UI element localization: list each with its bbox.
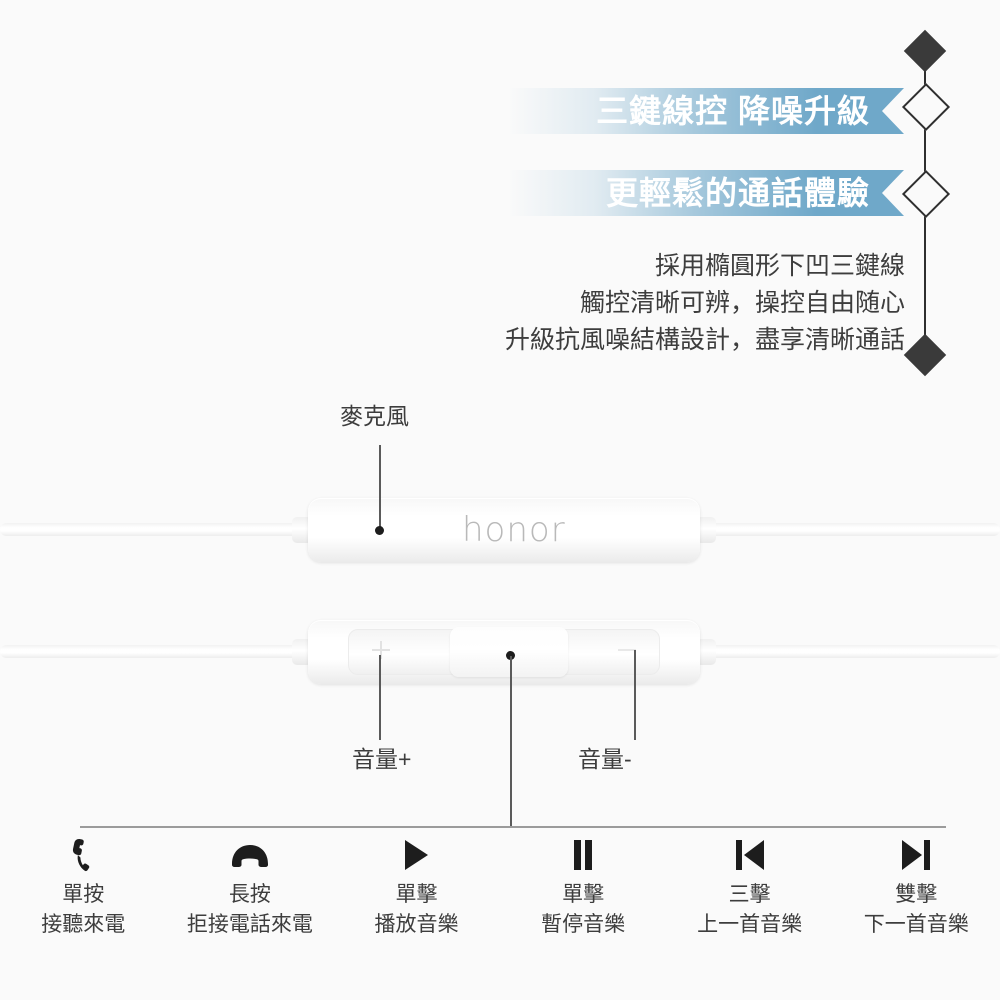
gesture-action: 上一首音樂 [697,913,803,936]
gesture-item-answer-call: 單按 接聽來電 [0,834,167,935]
cable-collar-right-lower [696,639,716,665]
gesture-item-previous-track: 三擊 上一首音樂 [666,834,833,935]
headline-banner-primary: 三鍵線控 降噪升級 [508,88,904,134]
rail-diamond-filled-top [903,29,947,73]
honor-brand-logo: honor [462,510,566,550]
callout-label-microphone: 麥克風 [340,403,409,429]
gesture-name: 三擊 [728,883,771,906]
volume-down-key-marking [618,649,636,651]
cable-collar-left-lower [292,639,312,665]
rail-diamond-hollow-second [901,169,951,219]
gesture-name: 雙擊 [895,883,938,906]
earphone-cable-left-upper [0,523,300,536]
callout-point-microphone [375,526,384,535]
body-copy-line-2: 觸控清晰可辨，操控自由随心 [579,289,905,317]
headline-banner-secondary-text: 更輕鬆的通話體驗 [605,175,870,211]
callout-leader-microphone [379,445,381,530]
control-module-upper [308,498,700,562]
callout-point-center-button [506,651,515,660]
gesture-action: 接聽來電 [41,913,126,936]
previous-track-icon [720,834,780,876]
callout-leader-volume-down [634,650,636,740]
phone-hangup-icon [220,834,280,876]
callout-leader-volume-up [379,655,381,740]
rail-diamond-hollow-first [901,82,951,132]
gesture-item-next-track: 雙擊 下一首音樂 [833,834,1000,935]
gesture-action: 拒接電話來電 [186,913,313,936]
cable-collar-left-upper [292,517,312,543]
gesture-item-play-music: 單擊 播放音樂 [333,834,500,935]
body-copy-line-3: 升級抗風噪結構設計，盡享清晰通話 [504,326,905,354]
gesture-action: 暫停音樂 [541,913,626,936]
gesture-name: 單擊 [395,883,438,906]
callout-label-volume-up: 音量+ [352,746,412,772]
volume-up-key-marking-vertical [380,641,382,659]
callout-label-volume-down: 音量- [578,746,632,772]
gesture-legend-row: 單按 接聽來電 長按 拒接電話來電 單擊 播放音樂 [0,834,1000,935]
gesture-name: 長按 [228,883,271,906]
earphone-cable-left-lower [0,645,300,658]
gesture-item-reject-call: 長按 拒接電話來電 [167,834,334,935]
next-track-icon [886,834,946,876]
earphone-cable-right-lower [707,645,1000,658]
play-icon [386,834,446,876]
headline-banner-primary-text: 三鍵線控 降噪升級 [596,93,870,129]
phone-answer-icon [53,834,113,876]
callout-leader-center-button [510,656,512,827]
headline-banner-secondary: 更輕鬆的通話體驗 [508,170,904,216]
body-copy-line-1: 採用橢圓形下凹三鍵線 [654,252,905,280]
gesture-legend-rule [80,826,946,828]
gesture-action: 播放音樂 [374,913,459,936]
body-copy: 採用橢圓形下凹三鍵線 觸控清晰可辨，操控自由随心 升級抗風噪結構設計，盡享清晰通… [300,248,905,359]
earphone-cable-right-upper [707,523,1000,536]
gesture-name: 單按 [62,883,105,906]
gesture-action: 下一首音樂 [863,913,969,936]
pause-icon [553,834,613,876]
gesture-item-pause-music: 單擊 暫停音樂 [500,834,667,935]
rail-diamond-filled-bottom [903,333,947,377]
cable-collar-right-upper [696,517,716,543]
gesture-name: 單擊 [562,883,605,906]
